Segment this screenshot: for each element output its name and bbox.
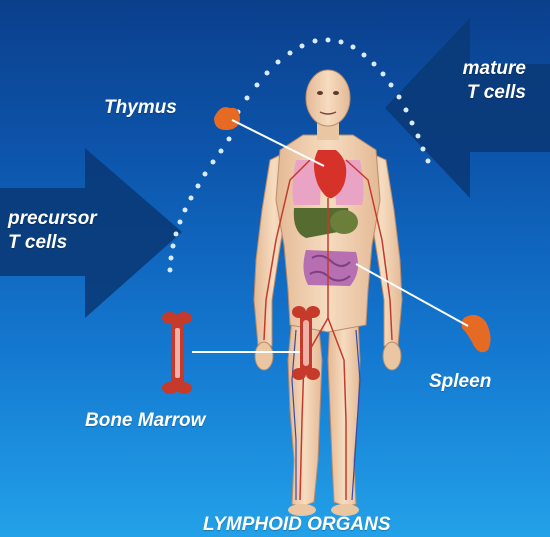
- lymphoid-organs-caption: LYMPHOID ORGANS: [203, 513, 391, 537]
- mature-cells-arrow: [385, 18, 550, 198]
- precursor-label-line2: T cells: [8, 231, 97, 255]
- precursor-label-line1: precursor: [8, 207, 97, 231]
- spleen-label: Spleen: [429, 370, 491, 394]
- mature-t-cells-label: mature T cells: [463, 57, 526, 105]
- stomach: [330, 210, 358, 234]
- thymus-label: Thymus: [104, 96, 177, 120]
- spleen-pointer-line: [356, 264, 468, 326]
- bone-marrow-label: Bone Marrow: [85, 409, 205, 433]
- spleen-organ: [462, 315, 491, 352]
- precursor-t-cells-label: precursor T cells: [8, 207, 97, 255]
- mature-label-line1: mature: [463, 57, 526, 81]
- thymus-organ: [214, 107, 240, 130]
- mature-label-line2: T cells: [463, 81, 526, 105]
- intestines: [303, 250, 358, 286]
